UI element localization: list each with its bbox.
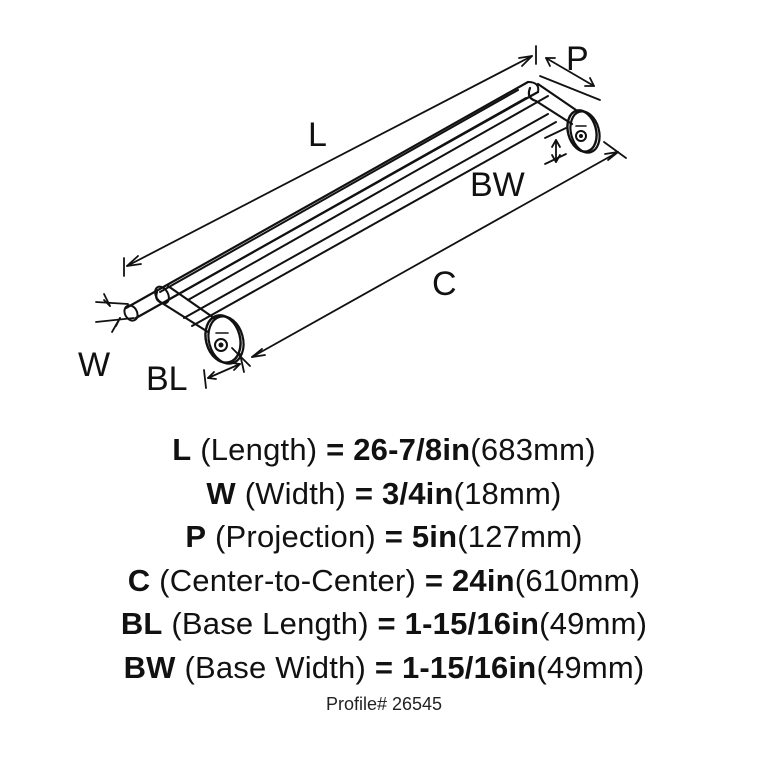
- spec-metric-value: (18mm): [453, 475, 562, 511]
- spec-equals: =: [384, 519, 412, 554]
- spec-length: L (Length) = 26-7/8in(683mm): [0, 428, 768, 472]
- dimension-BL-lines: [203, 353, 245, 389]
- spec-description: (Width): [235, 475, 355, 511]
- spec-equals: =: [326, 432, 354, 467]
- spec-equals: =: [374, 649, 402, 685]
- spec-imperial-value: 1-15/16in: [404, 606, 540, 641]
- profile-number: Profile# 26545: [325, 694, 443, 714]
- label-BL: BL: [146, 360, 188, 398]
- spec-key: W: [206, 475, 236, 511]
- spec-base-length: BL (Base Length) = 1-15/16in(49mm): [0, 602, 768, 646]
- spec-description: (Base Length): [162, 606, 378, 641]
- spec-key: P: [185, 519, 207, 554]
- dimension-spec-list: L (Length) = 26-7/8in(683mm) W (Width) =…: [0, 428, 768, 689]
- spec-key: BW: [123, 649, 176, 685]
- spec-description: (Length): [191, 432, 327, 467]
- dimension-L-lines: [123, 45, 537, 277]
- dimension-P-lines: [539, 57, 601, 101]
- right-post: [527, 82, 578, 126]
- spec-metric-value: (610mm): [514, 562, 641, 598]
- spec-key: L: [172, 432, 192, 467]
- dimension-C-lines: [231, 141, 627, 367]
- label-L: L: [308, 116, 327, 154]
- spec-imperial-value: 5in: [411, 519, 458, 554]
- rear-towel-bar: [159, 89, 557, 327]
- spec-description: (Projection): [206, 519, 385, 554]
- spec-metric-value: (49mm): [539, 606, 648, 641]
- spec-description: (Center-to-Center): [150, 562, 425, 598]
- spec-equals: =: [424, 562, 452, 598]
- left-post: [154, 284, 216, 334]
- spec-description: (Base Width): [175, 649, 375, 685]
- towel-bar-dimension-diagram: L P BW C W BL: [78, 40, 627, 398]
- label-C: C: [432, 265, 457, 303]
- spec-imperial-value: 24in: [451, 562, 515, 598]
- spec-base-width: BW (Base Width) = 1-15/16in(49mm): [0, 646, 768, 690]
- spec-imperial-value: 26-7/8in: [353, 432, 471, 467]
- spec-metric-value: (49mm): [536, 649, 645, 685]
- dimension-BW-lines: [544, 127, 567, 165]
- dimension-W-lines: [95, 293, 135, 333]
- spec-width: W (Width) = 3/4in(18mm): [0, 472, 768, 516]
- spec-key: BL: [120, 606, 163, 641]
- spec-metric-value: (127mm): [457, 519, 583, 554]
- spec-imperial-value: 1-15/16in: [401, 649, 537, 685]
- spec-projection: P (Projection) = 5in(127mm): [0, 515, 768, 559]
- spec-key: C: [127, 562, 151, 598]
- spec-imperial-value: 3/4in: [381, 475, 454, 511]
- spec-metric-value: (683mm): [470, 432, 596, 467]
- right-base: [566, 109, 601, 154]
- label-BW: BW: [470, 166, 525, 204]
- spec-equals: =: [354, 475, 382, 511]
- spec-center-to-center: C (Center-to-Center) = 24in(610mm): [0, 559, 768, 603]
- label-P: P: [566, 40, 589, 78]
- label-W: W: [78, 346, 110, 384]
- spec-equals: =: [377, 606, 405, 641]
